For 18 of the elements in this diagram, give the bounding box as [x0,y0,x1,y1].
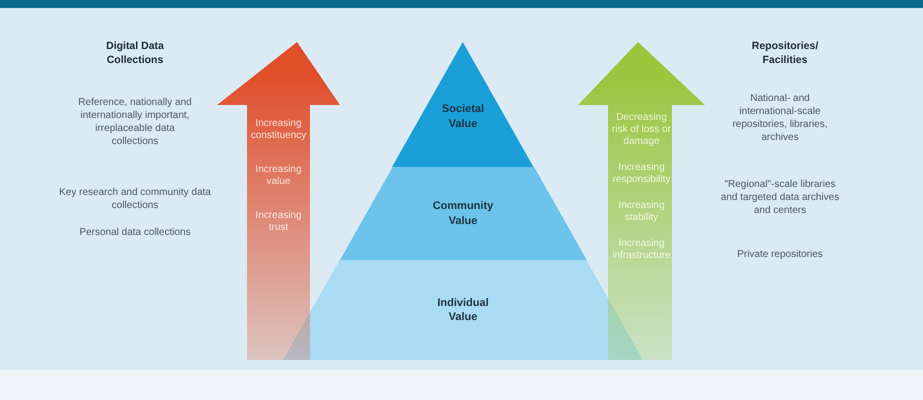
category-text: National- and international-scale repositories, libraries, archives [731,92,829,144]
arrow-text: Increasing value [254,164,303,188]
tier-label: Individual Value [436,296,490,324]
column-heading: Repositories/ Facilities [750,40,820,68]
category-text: "Regional"-scale libraries and targeted data archives and centers [720,178,840,217]
arrow-text: Increasing stability [617,200,666,224]
category-text: Private repositories [736,248,824,261]
category-text: Key research and community data collections [58,186,212,212]
arrow-text: Increasing infrastructure [611,238,672,262]
tier-label: Community Value [432,199,494,228]
arrow-text: Decreasing risk of loss or damage [611,112,672,148]
arrow-text: Increasing responsibility [612,162,672,186]
arrow-text: Increasing trust [254,210,303,234]
category-text: Personal data collections [78,226,192,239]
column-heading: Digital Data Collections [105,40,165,68]
tier-label: Societal Value [440,102,486,131]
category-text: Reference, nationally and internationally important, irreplaceable data collections [77,96,193,148]
arrow-text: Increasing constituency [250,118,308,142]
